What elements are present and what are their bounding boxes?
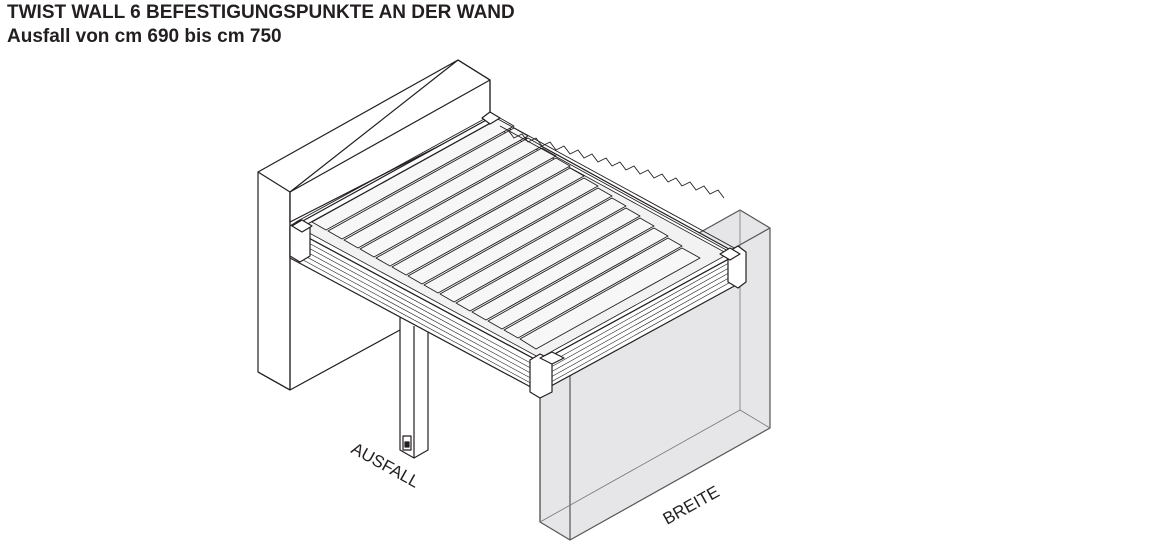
- drawing-title: TWIST WALL 6 BEFESTIGUNGSPUNKTE AN DER W…: [7, 2, 515, 23]
- drawing-subtitle: Ausfall von cm 690 bis cm 750: [7, 26, 282, 47]
- label-breite: BREITE: [660, 482, 723, 528]
- rear-beam: [495, 117, 739, 253]
- left-beam: [295, 117, 493, 227]
- corner-caps: [289, 111, 747, 399]
- louvre-blades: [311, 117, 701, 350]
- right-beam: [539, 253, 739, 393]
- support-post: [399, 309, 429, 459]
- wall-block: [257, 59, 491, 391]
